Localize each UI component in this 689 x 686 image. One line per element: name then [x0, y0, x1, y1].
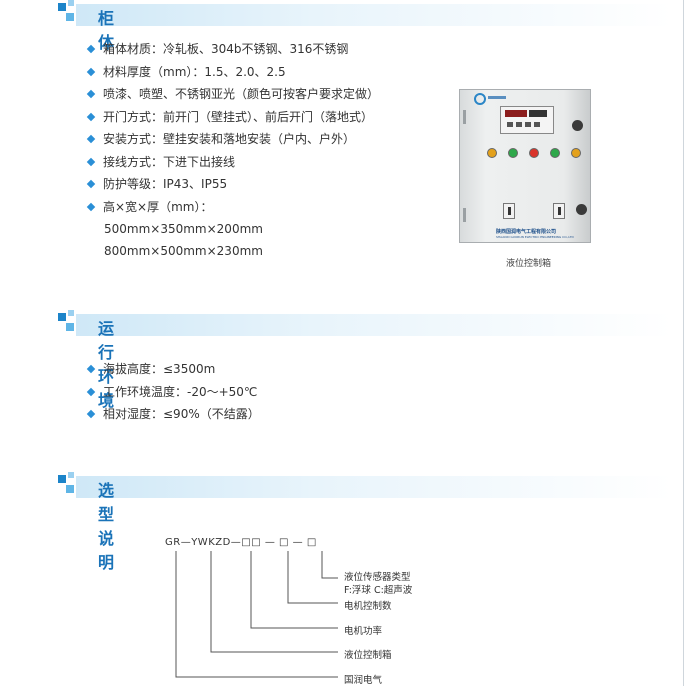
brand-label: 国润电气 — [344, 675, 383, 686]
logo-text-mark — [488, 96, 506, 99]
selector-switch-icon — [503, 203, 515, 219]
header-square-icon — [66, 13, 74, 21]
header-square-icon — [68, 310, 74, 316]
dimension-line: 500mm×350mm×200mm — [104, 222, 263, 236]
spec-text: 箱体材质：冷轧板、304b不锈钢、316不锈钢 — [103, 42, 349, 56]
leader-line — [210, 551, 338, 653]
header-square-icon — [68, 0, 74, 6]
spec-text: 相对湿度：≤90%（不结露） — [103, 407, 260, 421]
spec-text: 工作环境温度：-20～+50℃ — [103, 384, 258, 399]
spec-text: 海拔高度：≤3500m — [103, 362, 216, 376]
panel-key — [525, 122, 531, 127]
indicator-lamp-icon — [508, 148, 518, 158]
sensor-type-label: 液位传感器类型 — [344, 572, 411, 583]
motor-power-label: 电机功率 — [344, 626, 383, 637]
control-box-image: 陕西国润电气工程有限公司 SHAANXI GUORUN ELECTRIC ENG… — [459, 89, 591, 243]
control-box-label: 液位控制箱 — [344, 650, 392, 661]
header-band — [76, 476, 672, 498]
knob-icon — [572, 120, 583, 131]
page-edge-rule — [683, 0, 684, 686]
leader-line — [175, 551, 338, 678]
hinge — [463, 208, 466, 222]
spec-text: 安装方式：壁挂安装和落地安装（户内、户外） — [103, 132, 356, 146]
header-square-icon — [66, 323, 74, 331]
display-screen — [505, 110, 527, 117]
company-logo-icon — [474, 93, 486, 105]
spec-text: 高×宽×厚（mm）： — [103, 199, 213, 214]
spec-text: 开门方式：前开门（壁挂式）、前后开门（落地式） — [103, 109, 374, 124]
spec-text: 接线方式：下进下出接线 — [103, 154, 236, 169]
section-title-cabinet: 柜 体 — [98, 9, 119, 52]
panel-key — [516, 122, 522, 127]
leader-line — [250, 551, 338, 629]
header-square-icon — [66, 485, 74, 493]
sensor-options-label: F:浮球 C:超声波 — [344, 585, 413, 596]
panel-key — [534, 122, 540, 127]
company-name: 陕西国润电气工程有限公司 — [496, 229, 557, 235]
panel-key — [507, 122, 513, 127]
leader-line — [321, 551, 338, 579]
spec-text: 材料厚度（mm）：1.5、2.0、2.5 — [103, 64, 286, 79]
indicator-lamp-icon — [571, 148, 581, 158]
spec-text: 防护等级：IP43、IP55 — [103, 177, 228, 191]
knob-icon — [576, 204, 587, 215]
header-square-icon — [58, 313, 66, 321]
motor-count-label: 电机控制数 — [344, 601, 392, 612]
header-square-icon — [68, 472, 74, 478]
indicator-lamp-icon — [487, 148, 497, 158]
header-square-icon — [58, 3, 66, 11]
image-caption: 液位控制箱 — [506, 259, 552, 269]
selector-switch-icon — [553, 203, 565, 219]
company-name-en: SHAANXI GUORUN ELECTRIC ENGINEERING CO.,… — [496, 235, 574, 239]
indicator-lamp-icon — [529, 148, 539, 158]
header-band — [76, 4, 672, 26]
hinge — [463, 110, 466, 124]
spec-text: 喷漆、喷塑、不锈钢亚光（颜色可按客户要求定做） — [103, 87, 380, 101]
dimension-line: 800mm×500mm×230mm — [104, 244, 263, 258]
controller-panel — [500, 106, 554, 134]
model-code: GR—YWKZD—□□ — □ — □ — [165, 537, 317, 548]
leader-line — [287, 551, 338, 604]
display-screen — [529, 110, 547, 117]
section-title-environment: 运行环境 — [98, 319, 119, 410]
indicator-lamp-icon — [550, 148, 560, 158]
header-square-icon — [58, 475, 66, 483]
header-band — [76, 314, 672, 336]
section-title-selection: 选型说明 — [98, 481, 119, 572]
